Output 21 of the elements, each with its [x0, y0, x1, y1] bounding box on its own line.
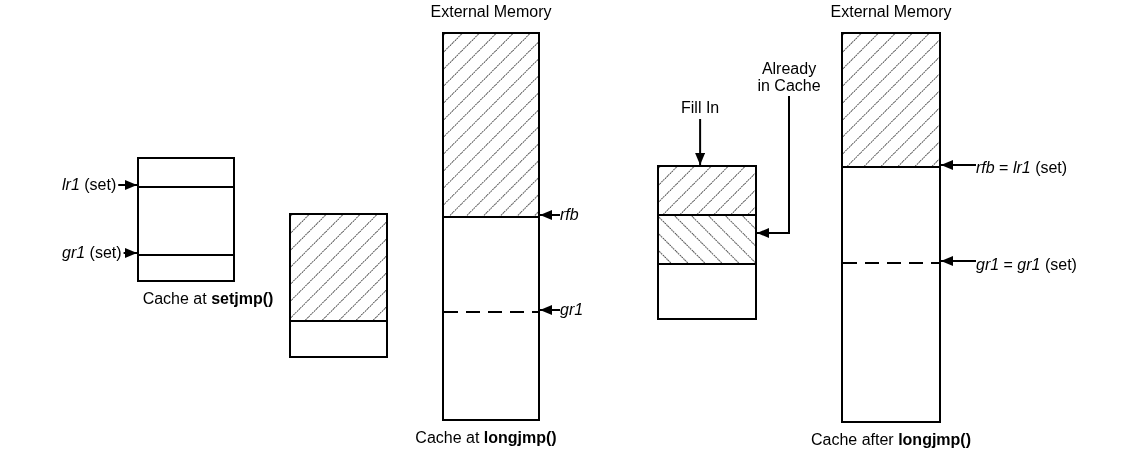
- arrow: [539, 305, 561, 315]
- pointer-label: Already in Cache: [756, 60, 822, 94]
- column-heading: External Memory: [430, 3, 552, 21]
- column-heading: External Memory: [830, 3, 952, 21]
- pointer-label: lr1 (set): [62, 176, 117, 194]
- pointer-label: gr1 (set): [62, 244, 122, 262]
- pointer-label: Fill In: [681, 99, 720, 117]
- arrow: [117, 180, 138, 190]
- column-caption: Cache at setjmp(): [142, 290, 274, 308]
- pointer-label: rfb = lr1 (set): [976, 159, 1068, 177]
- arrow: [122, 248, 138, 258]
- column-caption: Cache after longjmp(): [811, 431, 971, 449]
- arrow: [940, 256, 977, 266]
- column-caption: Cache at longjmp(): [415, 429, 557, 447]
- pointer-label: rfb: [560, 206, 579, 224]
- arrow: [695, 118, 706, 166]
- arrow: [539, 210, 561, 220]
- arrow: [756, 95, 790, 238]
- pointer-label: gr1 = gr1 (set): [976, 256, 1077, 274]
- arrow: [940, 160, 977, 170]
- pointer-label: gr1: [560, 301, 584, 319]
